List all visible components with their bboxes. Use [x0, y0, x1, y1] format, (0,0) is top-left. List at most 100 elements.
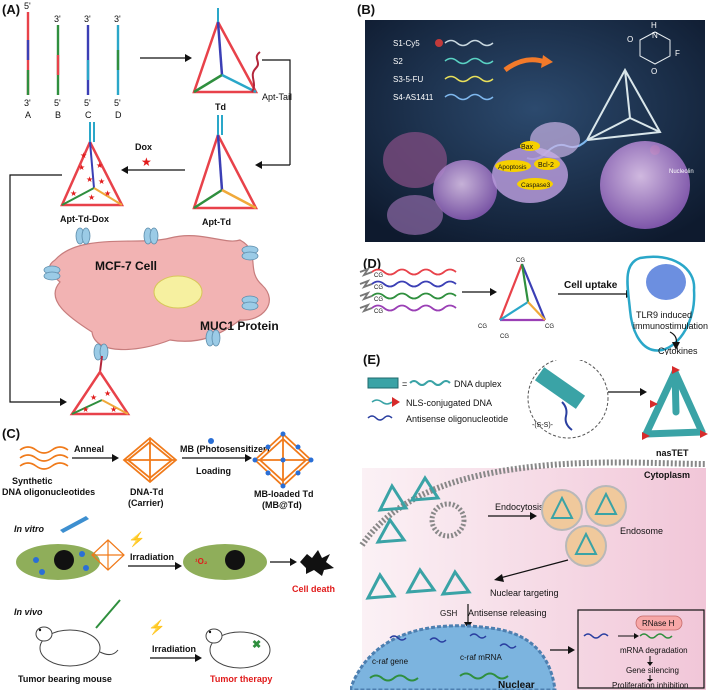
svg-text:Td: Td [215, 102, 226, 112]
svg-text:RNase H: RNase H [642, 619, 675, 628]
panel-d-label: (D) [363, 256, 382, 271]
svg-text:CG: CG [374, 309, 383, 315]
svg-text:★: ★ [98, 177, 105, 186]
td-tetrahedron: Td [192, 8, 259, 112]
panel-c-diagram: Synthetic DNA oligonucleotides Anneal DN… [2, 431, 335, 684]
svg-text:MUC1 Protein: MUC1 Protein [200, 319, 279, 333]
svg-text:CG: CG [478, 324, 487, 330]
svg-text:★: ★ [80, 151, 87, 160]
nucleus [350, 624, 557, 690]
svg-text:B: B [55, 110, 61, 120]
mouse-icon [35, 626, 119, 667]
svg-text:Loading: Loading [196, 466, 231, 476]
svg-text:Bax: Bax [521, 144, 534, 151]
svg-text:Anneal: Anneal [74, 444, 104, 454]
svg-text:C: C [85, 110, 92, 120]
svg-text:c-raf mRNA: c-raf mRNA [460, 653, 502, 662]
panel-c-label: (C) [2, 426, 21, 441]
svg-text:★: ★ [96, 161, 103, 170]
oligo-strands [19, 446, 69, 470]
svg-text:3': 3' [84, 14, 91, 24]
arrow-icon [503, 57, 546, 73]
svg-text:nasTET: nasTET [656, 448, 689, 458]
svg-text:Apt-Td-Dox: Apt-Td-Dox [60, 214, 109, 224]
lightning-icon: ⚡ [128, 531, 145, 548]
svg-text:✖: ✖ [252, 639, 261, 651]
svg-text:5': 5' [24, 1, 31, 11]
svg-text:3': 3' [24, 98, 31, 108]
svg-text:Endosome: Endosome [620, 526, 663, 536]
svg-text:In vivo: In vivo [14, 607, 43, 617]
svg-text:5': 5' [114, 98, 121, 108]
svg-text:Dox: Dox [135, 142, 152, 152]
svg-text:Cell death: Cell death [292, 584, 335, 594]
nastet-tetrahedron: nasTET [642, 366, 708, 458]
svg-text:=: = [402, 379, 407, 389]
muc1-proteins [43, 227, 259, 361]
svg-text:Irradiation: Irradiation [130, 552, 174, 562]
apoptosis-labels: Bax Apoptosis Bcl-2 Caspase3 [495, 141, 560, 190]
cell-death-icon [300, 550, 334, 576]
svg-text:MB (Photosensitizer): MB (Photosensitizer) [180, 444, 270, 454]
svg-text:Gene silencing: Gene silencing [626, 666, 679, 675]
svg-text:D: D [115, 110, 122, 120]
panel-e-label: (E) [363, 352, 381, 367]
svg-text:Apt-Tail: Apt-Tail [262, 92, 292, 102]
bound-apt-td-dox: ★★★★ [69, 355, 131, 416]
panel-a-label: (A) [2, 2, 21, 17]
apt-td-dox-tetrahedron: ★★★ ★★★ ★★ Apt-Td-Dox [60, 122, 125, 224]
svg-text:S2: S2 [393, 57, 403, 66]
svg-text:Cell uptake: Cell uptake [564, 280, 618, 291]
svg-text:Synthetic: Synthetic [12, 476, 53, 486]
cpg-tetrahedron [498, 263, 547, 322]
svg-text:3': 3' [54, 14, 61, 24]
svg-text:Proliferation inhibition: Proliferation inhibition [612, 681, 689, 690]
svg-text:Cytokines: Cytokines [658, 346, 698, 355]
5fu-molecule [639, 31, 671, 65]
svg-text:★: ★ [88, 193, 95, 202]
svg-text:Endocytosis: Endocytosis [495, 502, 544, 512]
immune-nucleus [646, 264, 686, 300]
dna-td-carrier [122, 436, 178, 484]
mb-dot-icon [208, 438, 214, 444]
apt-td-tetrahedron: Apt-Td [192, 115, 259, 227]
svg-text:-(S-S)-: -(S-S)- [532, 422, 554, 429]
nucleus [153, 275, 203, 309]
svg-text:O: O [651, 67, 657, 76]
svg-text:mRNA degradation: mRNA degradation [620, 646, 688, 655]
svg-text:★: ★ [110, 405, 117, 414]
svg-text:Bcl-2: Bcl-2 [538, 162, 554, 169]
svg-text:DNA oligonucleotides: DNA oligonucleotides [2, 487, 95, 497]
mechanism-box [577, 609, 705, 689]
svg-text:immunostimulation: immunostimulation [633, 321, 708, 331]
svg-text:Tumor therapy: Tumor therapy [210, 674, 272, 684]
svg-text:DNA duplex: DNA duplex [454, 379, 502, 389]
panel-e-diagram: = DNA duplex NLS-conjugated DNA Antisens… [350, 360, 708, 690]
svg-text:DNA-Td: DNA-Td [130, 487, 164, 497]
svg-text:Antisense releasing: Antisense releasing [468, 608, 547, 618]
panel-d-diagram: CG CG CG CG CG CG CG CG Cell uptake TLR9… [359, 255, 708, 355]
treated-mouse-icon: ✖ [205, 628, 271, 669]
syringe-icon [60, 516, 89, 533]
dna-strands: 5' 3' 3' 3' 3' 5' 5' 5' A B C D [24, 1, 122, 120]
panel-b-diagram: S1-Cy5 S2 S3-5-FU S4-AS1411 H O N F O [365, 20, 705, 242]
svg-text:A: A [25, 110, 31, 120]
svg-text:CG: CG [545, 324, 554, 330]
dox-star-icon: ★ [141, 155, 152, 169]
svg-text:S1-Cy5: S1-Cy5 [393, 39, 420, 48]
svg-text:Nuclear: Nuclear [498, 680, 535, 690]
cell-membrane [359, 459, 707, 547]
svg-text:Cytoplasm: Cytoplasm [644, 470, 690, 480]
svg-text:H: H [651, 21, 657, 30]
svg-text:MB-loaded Td: MB-loaded Td [254, 489, 314, 499]
svg-text:CG: CG [516, 258, 525, 264]
panel-b: (B) S1-Cy5 S2 S3-5-FU S4-AS1411 [355, 0, 709, 245]
svg-text:★: ★ [78, 163, 85, 172]
svg-text:⚡: ⚡ [148, 619, 165, 636]
strand-legend: S1-Cy5 S2 S3-5-FU S4-AS1411 [393, 39, 494, 102]
svg-text:CG: CG [374, 297, 383, 303]
svg-text:5': 5' [54, 98, 61, 108]
svg-text:TLR9 induced: TLR9 induced [636, 310, 692, 320]
endosomes [541, 485, 627, 567]
panel-a-diagram: 5' 3' 3' 3' 3' 5' 5' 5' A B C D Td [9, 1, 292, 416]
